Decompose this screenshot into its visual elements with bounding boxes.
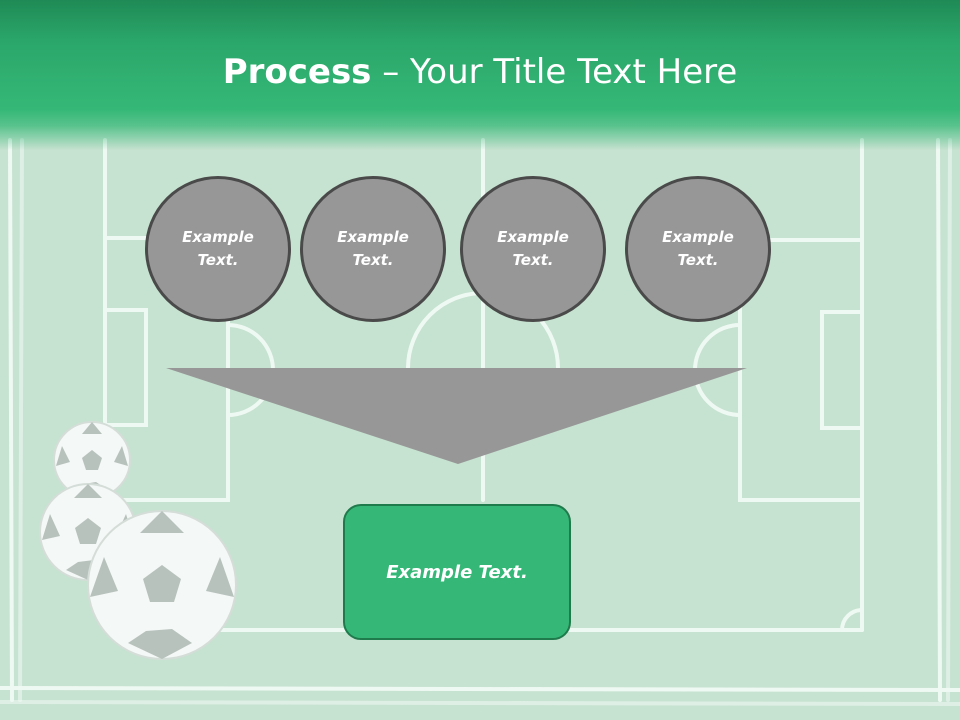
process-circle-label: Example Text. (662, 228, 734, 269)
result-box-label: Example Text. (386, 561, 528, 583)
process-circle-2[interactable]: Example Text. (300, 176, 446, 322)
process-circle-label: Example Text. (182, 228, 254, 269)
process-circle-label: Example Text. (497, 228, 569, 269)
process-circle-label: Example Text. (337, 228, 409, 269)
slide-title: Process – Your Title Text Here (0, 52, 960, 92)
soccer-balls-illustration (39, 421, 237, 660)
process-circle-3[interactable]: Example Text. (460, 176, 606, 322)
result-box[interactable]: Example Text. (343, 504, 571, 640)
process-circle-4[interactable]: Example Text. (625, 176, 771, 322)
title-rest-part: – Your Title Text Here (371, 52, 738, 92)
process-circle-1[interactable]: Example Text. (145, 176, 291, 322)
title-bold-part: Process (222, 52, 372, 92)
header-band (0, 0, 960, 150)
